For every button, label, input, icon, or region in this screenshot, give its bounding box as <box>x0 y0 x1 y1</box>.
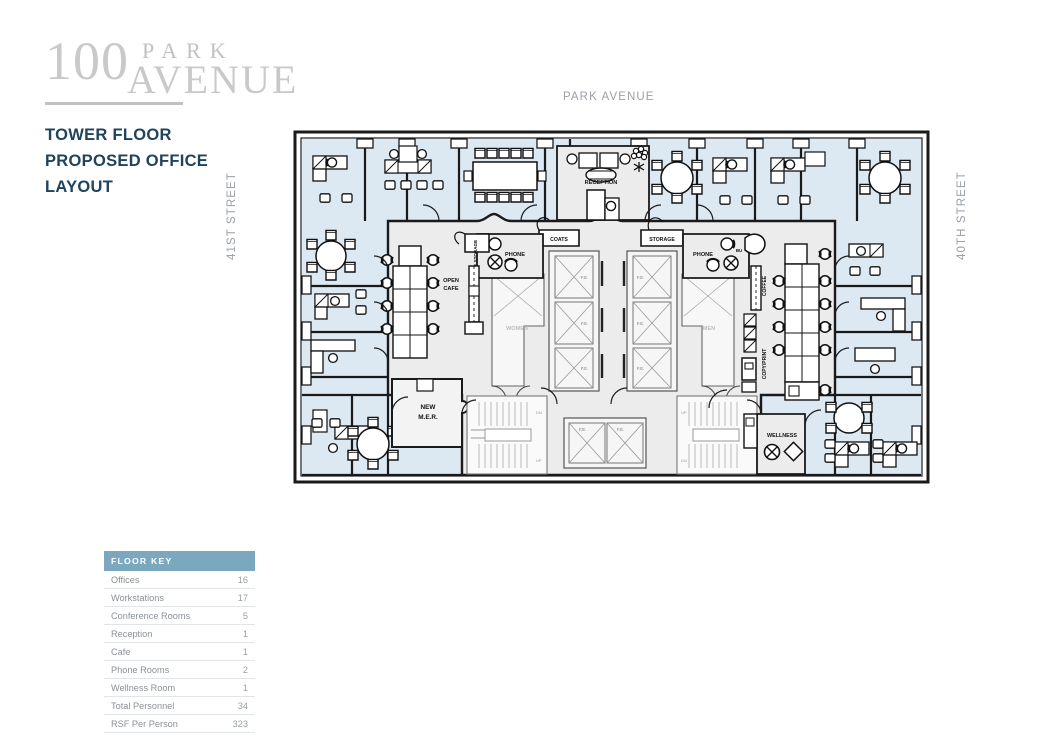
floor-key-row-label: RSF Per Person <box>111 719 178 729</box>
elevator-bank-west: F.E. F.E. F.E. <box>548 250 604 392</box>
restroom-men: MEN <box>681 273 741 401</box>
room-label-open-cafe-1: OPEN <box>443 278 459 284</box>
floor-key-row-value: 17 <box>237 593 248 603</box>
room-label-phone-west: PHONE <box>505 252 525 258</box>
room-label-coats: COATS <box>550 237 568 243</box>
floor-key-row: Conference Rooms 5 <box>104 607 255 625</box>
restroom-women: WOMEN <box>491 273 545 401</box>
room-label-copy-print: COPY/PRINT <box>762 349 768 380</box>
floor-key-row-value: 1 <box>242 647 248 657</box>
logo-avenue-text: AVENUE <box>127 57 299 102</box>
floor-key-row-value: 1 <box>242 629 248 639</box>
floor-key-row-value: 323 <box>232 719 248 729</box>
floor-key-row-value: 16 <box>237 575 248 585</box>
office-furniture-nw <box>311 145 547 203</box>
floor-key-row-label: Cafe <box>111 647 131 657</box>
floor-key-row: Phone Rooms 2 <box>104 661 255 679</box>
page-title-line2: PROPOSED OFFICE LAYOUT <box>45 152 209 196</box>
floor-key-row: RSF Per Person 323 <box>104 715 255 733</box>
elevator-label: F.E. <box>617 427 624 432</box>
room-label-new-mer-1: NEW <box>421 404 437 411</box>
elevator-label: F.E. <box>579 427 586 432</box>
stair-label: DN <box>681 458 687 463</box>
phone-room-west: PHONE <box>476 233 544 279</box>
floor-key-row: Offices 16 <box>104 571 255 589</box>
floor-key-row: Total Personnel 34 <box>104 697 255 715</box>
floor-key-row-label: Workstations <box>111 593 164 603</box>
room-label-phone-east: PHONE <box>693 252 713 258</box>
floor-key-row-label: Reception <box>111 629 153 639</box>
page-title: TOWER FLOOR PROPOSED OFFICE LAYOUT <box>45 122 265 200</box>
label-41st-street: 41ST STREET <box>226 172 238 260</box>
room-label-cafe-storage: CAFE STORAGE <box>473 240 478 276</box>
floor-key-row-value: 5 <box>242 611 248 621</box>
floor-key-row: Wellness Room 1 <box>104 679 255 697</box>
door-swings <box>373 204 850 427</box>
label-park-avenue: PARK AVENUE <box>563 91 655 103</box>
office-furniture-east <box>824 243 919 469</box>
room-label-new-mer-2: M.E.R. <box>418 414 438 421</box>
floor-key-row-label: Conference Rooms <box>111 611 191 621</box>
floor-key-row-value: 1 <box>242 683 248 693</box>
svg-text:BU: BU <box>736 248 742 253</box>
workstations-west <box>380 245 440 359</box>
stair-label: DN <box>536 410 542 415</box>
floor-key-row-value: 2 <box>242 665 248 675</box>
floor-key-row-label: Wellness Room <box>111 683 176 693</box>
label-40th-street: 40TH STREET <box>956 171 968 260</box>
stair-label: UP <box>536 458 542 463</box>
room-wellness: WELLNESS <box>743 413 806 475</box>
stair-label: UP <box>681 410 687 415</box>
room-new-mer: NEW M.E.R. <box>391 378 469 448</box>
floor-key-row: Cafe 1 <box>104 643 255 661</box>
floor-key-row-label: Offices <box>111 575 140 585</box>
phone-room-east: PHONE <box>682 233 750 279</box>
floor-plan-drawing: RECEPTION F.E. F.E. F.E. <box>289 126 934 488</box>
open-cafe: CAFE STORAGE OPEN CAFE <box>443 231 490 335</box>
elevator-label: F.E. <box>637 275 644 280</box>
floor-key-row: Reception 1 <box>104 625 255 643</box>
elevator-label: F.E. <box>637 321 644 326</box>
room-label-women: WOMEN <box>506 326 528 332</box>
room-label-coffee: COFFEE <box>762 275 768 296</box>
workstations-east <box>772 243 832 401</box>
elevator-bank-east: F.E. F.E. F.E. <box>622 250 678 392</box>
elevator-label: F.E. <box>581 321 588 326</box>
logo-divider <box>45 102 183 105</box>
page-title-line1: TOWER FLOOR <box>45 126 172 144</box>
elevator-label: F.E. <box>581 275 588 280</box>
reception-area: RECEPTION <box>556 145 650 221</box>
room-label-men: MEN <box>703 326 715 332</box>
elevator-label: F.E. <box>637 366 644 371</box>
elevator-label: F.E. <box>581 366 588 371</box>
room-label-storage: STORAGE <box>649 237 675 243</box>
elevator-bank-south: F.E. F.E. <box>563 417 647 469</box>
logo-park-text: PARK <box>142 38 235 63</box>
room-label-open-cafe-2: CAFE <box>443 286 458 292</box>
floor-key-row: Workstations 17 <box>104 589 255 607</box>
floor-key-row-label: Phone Rooms <box>111 665 170 675</box>
coffee-and-copy: BU COFFEE COPY/PRINT <box>736 233 768 393</box>
room-label-reception: RECEPTION <box>585 180 618 186</box>
floor-key-row-value: 34 <box>237 701 248 711</box>
stair-west: DN UP <box>466 395 548 475</box>
floor-key-row-label: Total Personnel <box>111 701 175 711</box>
floor-key-title: FLOOR KEY <box>104 551 255 571</box>
brand-block: 100 PARK AVENUE TOWER FLOOR PROPOSED OFF… <box>45 31 296 200</box>
logo-number: 100 <box>45 31 129 91</box>
logo: 100 PARK AVENUE <box>45 31 296 105</box>
office-furniture-ne <box>651 150 911 205</box>
office-furniture-west <box>306 229 399 470</box>
room-label-wellness: WELLNESS <box>767 433 797 439</box>
